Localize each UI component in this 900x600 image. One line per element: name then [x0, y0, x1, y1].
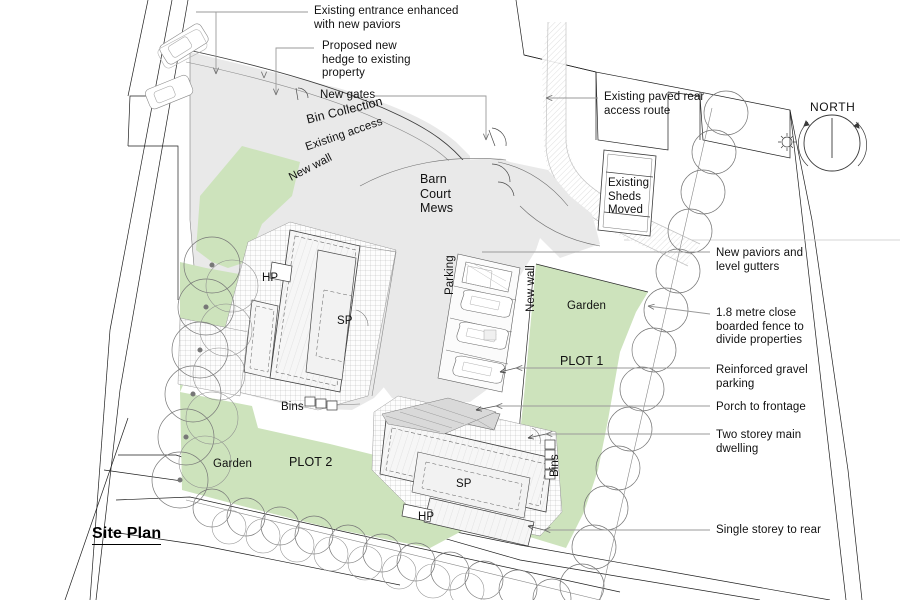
plan-label-bins-plot2: Bins — [281, 401, 304, 413]
parked-vehicle — [461, 261, 513, 293]
north-point — [778, 114, 867, 172]
plan-label-new-wall-right: New wall — [525, 265, 537, 312]
annotation-reinforced-gravel: Reinforced gravel parking — [716, 364, 808, 390]
plan-label-sp-plot2: SP — [337, 315, 353, 327]
annotation-single-storey-rear: Single storey to rear — [716, 524, 822, 536]
sun-icon — [778, 133, 796, 151]
hedge-tree-canopies — [151, 90, 749, 600]
in-plan-pointers — [475, 367, 547, 531]
annotation-new-paviors-gutters: New paviors and level gutters — [716, 247, 804, 273]
annotation-close-boarded-fence: 1.8 metre close boarded fence to divide … — [716, 307, 804, 346]
existing-sheds-moved — [597, 149, 657, 237]
plan-label-sp-plot1: SP — [456, 478, 472, 490]
street-parked-vehicles — [145, 23, 209, 110]
annotation-existing-entrance: Existing entrance enhanced with new pavi… — [314, 5, 459, 31]
plan-label-bins-plot1: Bins — [549, 454, 561, 477]
plan-label-garden-plot1: Garden — [567, 300, 606, 312]
plan-label-hp-plot1: HP — [418, 511, 435, 523]
annotation-porch-to-frontage: Porch to frontage — [716, 401, 806, 413]
mews-rear-connector — [497, 160, 601, 258]
plan-label-plot-1: PLOT 1 — [560, 354, 604, 368]
parked-vehicle — [460, 289, 513, 318]
annotation-leaders — [196, 11, 711, 533]
annotation-two-storey-dwelling: Two storey main dwelling — [716, 429, 802, 455]
page-title: Site Plan — [92, 525, 162, 545]
plan-label-garden-plot2: Garden — [213, 458, 252, 470]
plan-label-existing-sheds-moved: Existing Sheds Moved — [608, 177, 650, 216]
plan-label-plot-2: PLOT 2 — [289, 455, 333, 469]
plot-2-building — [177, 221, 397, 411]
parked-vehicle — [456, 321, 509, 350]
north-label: NORTH — [810, 100, 856, 114]
annotation-existing-paved-rear: Existing paved rear access route — [604, 91, 705, 117]
parking-bays — [437, 253, 521, 393]
parked-vehicle — [452, 355, 505, 384]
annotation-new-gates: New gates — [320, 89, 376, 101]
annotation-proposed-hedge: Proposed new hedge to existing property — [322, 40, 411, 79]
plan-label-parking: Parking — [444, 255, 456, 295]
plan-label-barn-court-mews: Barn Court Mews — [420, 172, 454, 215]
reinforced-gravel-strip — [381, 397, 497, 435]
plan-label-hp-plot2-top: HP — [262, 272, 279, 284]
new-gates-symbol — [295, 87, 515, 197]
